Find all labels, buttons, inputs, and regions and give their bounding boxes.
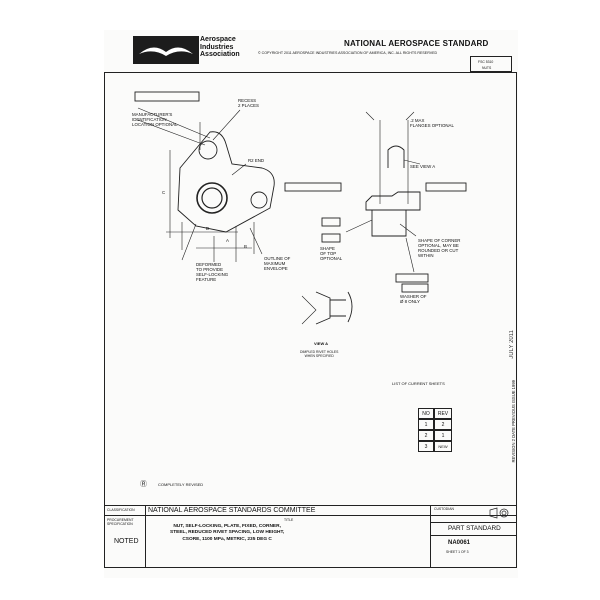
side-view-top xyxy=(387,145,405,168)
side-dimension-lines xyxy=(365,111,415,204)
sheets-title: LIST OF CURRENT SHEETS xyxy=(392,381,445,386)
side-leaders xyxy=(345,159,421,273)
sheets-cell: 2 xyxy=(434,419,452,430)
datum-box-a xyxy=(321,217,341,227)
dimension-c: C xyxy=(162,190,166,195)
dimension-b: B xyxy=(244,244,247,249)
feature-control-frame-5 xyxy=(401,283,429,293)
sheets-header-no: NO xyxy=(418,408,434,419)
org-line-1: Aerospace xyxy=(200,36,236,43)
nut-barrel-inner xyxy=(201,187,223,209)
label-corner-shape: SHAPE OF CORNER OPTIONAL, MAY BE ROUNDED… xyxy=(418,238,461,258)
sheets-cell: 3 xyxy=(418,441,434,452)
drawing-frame xyxy=(104,72,517,568)
feature-control-frame-3 xyxy=(425,182,467,192)
org-line-2: Industries xyxy=(200,43,234,51)
aia-wings-icon xyxy=(139,47,193,56)
label-recess: RECESS 2 PLACES xyxy=(238,98,259,108)
title-label: TITLE xyxy=(284,518,294,522)
copyright-line: © COPYRIGHT 2011 AEROSPACE INDUSTRIES AS… xyxy=(258,51,438,55)
part-standard-rule xyxy=(430,522,517,523)
sheets-cell: 2 xyxy=(418,430,434,441)
leader-lines xyxy=(137,107,263,261)
sheets-cell: 1 xyxy=(434,430,452,441)
label-deformed: DEFORMED TO PROVIDE SELF-LOCKING FEATURE xyxy=(196,262,229,282)
committee-name: NATIONAL AEROSPACE STANDARDS COMMITTEE xyxy=(148,507,316,514)
sheets-header-rev: REV xyxy=(434,408,452,419)
procurement-noted: NOTED xyxy=(114,538,139,545)
view-a-break xyxy=(301,295,317,325)
side-view-barrel xyxy=(371,210,407,237)
document-title: NUT, SELF-LOCKING, PLATE, FIXED, CORNER,… xyxy=(170,524,285,542)
third-angle-projection-icon xyxy=(489,507,509,519)
label-washer: WASHER OF Ø 8 ONLY xyxy=(400,294,427,304)
view-a-caption: DIMPLED RIVET HOLES WHEN SPECIFIED xyxy=(300,350,339,358)
part-number: NA0061 xyxy=(448,540,471,546)
classification-label: CLASSIFICATION xyxy=(107,508,135,512)
standard-title: NATIONAL AEROSPACE STANDARD xyxy=(344,39,489,48)
dimension-d: D xyxy=(206,226,210,231)
fsc-code: FSC 5310 xyxy=(478,60,494,64)
revision-date: JULY 2011 xyxy=(509,330,515,359)
title-block-top-rule xyxy=(104,505,517,506)
revision-note: COMPLETELY REVISED xyxy=(158,482,204,487)
datum-box-b xyxy=(321,233,341,243)
side-note: REVISION 2 DATE PREVIOUS ISSUE 1999 xyxy=(511,380,516,463)
nut-barrel-outer xyxy=(196,182,228,214)
side-view-plate xyxy=(365,191,421,211)
part-standard-label: PART STANDARD xyxy=(448,525,501,532)
title-block-divider xyxy=(145,505,146,568)
document-sheet xyxy=(104,30,518,578)
aia-logo xyxy=(133,36,199,64)
rivet-hole-top xyxy=(198,140,218,160)
label-shape-of-top: SHAPE OF TOP OPTIONAL xyxy=(320,246,343,261)
label-flanges: .2 MAX FLANGES OPTIONAL xyxy=(410,118,454,128)
procurement-label: PROCUREMENT SPECIFICATION xyxy=(107,518,134,526)
nut-plate-outline xyxy=(177,131,275,233)
fsc-class: NUTS xyxy=(482,66,492,70)
view-a-title: VIEW A xyxy=(314,341,329,346)
label-manufacturer-id: MANUFACTURER'S IDENTIFICATION LOCATION O… xyxy=(132,112,178,127)
part-number-rule xyxy=(430,535,517,536)
view-a-section xyxy=(315,291,346,325)
sheets-cell: 1 xyxy=(418,419,434,430)
org-name: Aerospace Industries Association xyxy=(200,36,240,59)
title-block-rule xyxy=(104,515,517,516)
sheets-cell: NEW xyxy=(434,441,452,452)
org-line-3: Association xyxy=(200,51,240,58)
feature-control-frame-1 xyxy=(134,91,200,102)
fsc-box: FSC 5310 NUTS xyxy=(470,56,512,72)
revision-symbol: Ⓡ xyxy=(140,481,147,488)
label-r-end: R2 END xyxy=(248,158,265,163)
feature-control-frame-2 xyxy=(284,182,342,192)
title-block-divider xyxy=(430,505,431,568)
dimension-a: A xyxy=(226,238,229,243)
plan-dimension-lines xyxy=(166,122,255,254)
rivet-hole-right xyxy=(250,191,268,209)
view-a-arc xyxy=(347,291,353,323)
label-see-view-a: SEE VIEW A xyxy=(410,164,436,169)
custodian-label: CUSTODIAN xyxy=(434,507,454,511)
label-outline: OUTLINE OF MAXIMUM ENVELOPE xyxy=(264,256,291,271)
plan-extension-lines xyxy=(196,226,252,262)
feature-control-frame-4 xyxy=(395,273,429,283)
sheet-number: SHEET 1 OF 3 xyxy=(446,550,469,554)
